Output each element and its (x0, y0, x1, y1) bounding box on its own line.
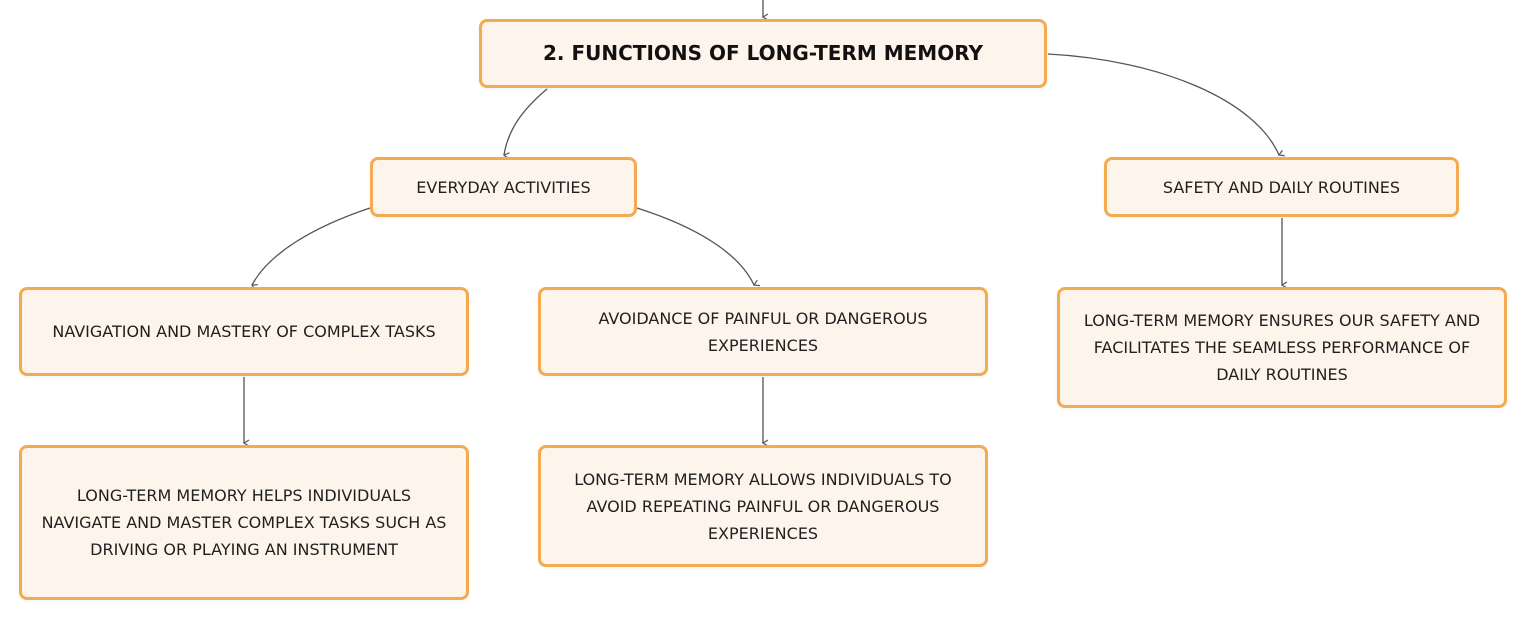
node-label: LONG-TERM MEMORY ALLOWS INDIVIDUALS TO A… (574, 469, 952, 543)
connector-everyday-to-navigation (250, 207, 371, 291)
node-label: EVERYDAY ACTIVITIES (416, 177, 591, 197)
node-avoidance-of-painful-experiences[interactable]: AVOIDANCE OF PAINFUL OR DANGEROUS EXPERI… (538, 287, 988, 376)
connector-root-to-everyday (502, 88, 548, 160)
node-label: AVOIDANCE OF PAINFUL OR DANGEROUS EXPERI… (598, 308, 928, 355)
connector-everyday-to-avoidance (636, 207, 760, 287)
node-safety-detail[interactable]: LONG-TERM MEMORY ENSURES OUR SAFETY AND … (1057, 287, 1507, 408)
node-safety-and-daily-routines[interactable]: SAFETY AND DAILY ROUTINES (1104, 157, 1459, 217)
node-label: LONG-TERM MEMORY HELPS INDIVIDUALS NAVIG… (41, 486, 447, 559)
node-label: SAFETY AND DAILY ROUTINES (1162, 177, 1401, 197)
node-label: 2. FUNCTIONS OF LONG-TERM MEMORY (543, 41, 983, 65)
node-label: LONG-TERM MEMORY ENSURES OUR SAFETY AND … (1083, 311, 1481, 384)
node-avoidance-detail[interactable]: LONG-TERM MEMORY ALLOWS INDIVIDUALS TO A… (538, 445, 988, 567)
node-everyday-activities[interactable]: EVERYDAY ACTIVITIES (370, 157, 637, 217)
node-functions-of-long-term-memory[interactable]: 2. FUNCTIONS OF LONG-TERM MEMORY (479, 19, 1047, 88)
node-label: NAVIGATION AND MASTERY OF COMPLEX TASKS (52, 322, 436, 341)
node-navigation-detail[interactable]: LONG-TERM MEMORY HELPS INDIVIDUALS NAVIG… (19, 445, 469, 600)
connector-root-to-safety (1047, 53, 1285, 157)
node-navigation-and-mastery[interactable]: NAVIGATION AND MASTERY OF COMPLEX TASKS (19, 287, 469, 376)
